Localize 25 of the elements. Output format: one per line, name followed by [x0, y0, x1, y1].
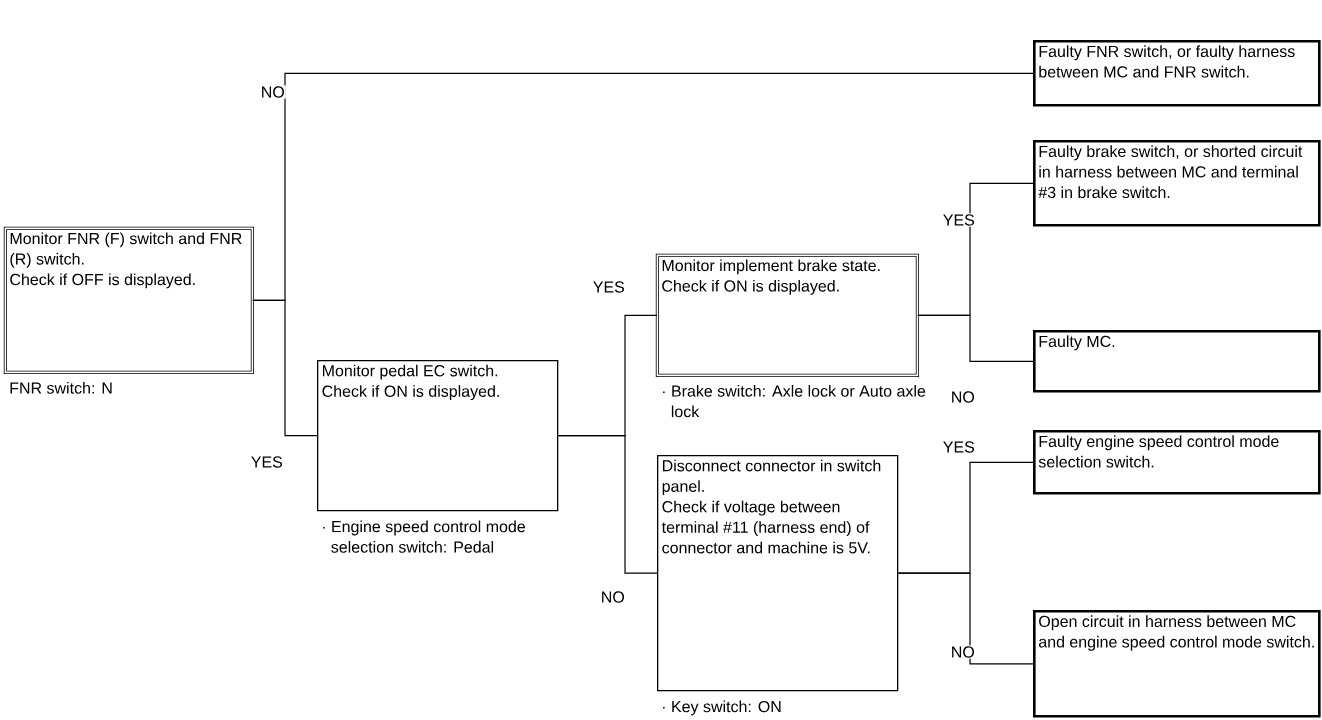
- note-text: · Brake switch: Axle lock or Auto axle lock: [663, 385, 926, 418]
- edge-label: NO: [599, 590, 626, 604]
- check-box: Monitor implement brake state. Check if ON is displayed.: [655, 253, 919, 377]
- connector-line: [557, 435, 658, 574]
- edge-label: NO: [949, 645, 976, 659]
- result-box: Faulty engine speed control mode selection switch.: [1033, 430, 1321, 495]
- edge-label: NO: [259, 85, 286, 99]
- connector-line: [897, 572, 1034, 665]
- note-text: · Engine speed control mode selection switch: Pedal: [323, 520, 525, 553]
- check-box: Disconnect connector in switch panel. Check if voltage between terminal #11 (harness end) of connector and machine is 5V.: [657, 455, 899, 692]
- edge-label: YES: [591, 280, 626, 294]
- result-box: Faulty MC.: [1033, 330, 1321, 393]
- note-text: · Key switch: ON: [663, 700, 781, 716]
- check-box: Monitor pedal EC switch. Check if ON is displayed.: [317, 360, 559, 512]
- note-text: FNR switch: N: [10, 382, 112, 394]
- edge-label: NO: [949, 390, 976, 404]
- check-box: Monitor FNR (F) switch and FNR (R) switch. Check if OFF is displayed.: [3, 226, 254, 374]
- result-box: Faulty FNR switch, or faulty harness between MC and FNR switch.: [1033, 40, 1321, 107]
- edge-label: YES: [941, 213, 976, 227]
- edge-label: YES: [941, 440, 976, 454]
- connector-line: [252, 299, 318, 437]
- edge-label: YES: [249, 455, 284, 469]
- result-box: Faulty brake switch, or shorted circuit in harness between MC and terminal #3 in brake switch.: [1033, 140, 1321, 227]
- connector-line: [917, 314, 1034, 362]
- result-box: Open circuit in harness between MC and engine speed control mode switch.: [1033, 610, 1321, 718]
